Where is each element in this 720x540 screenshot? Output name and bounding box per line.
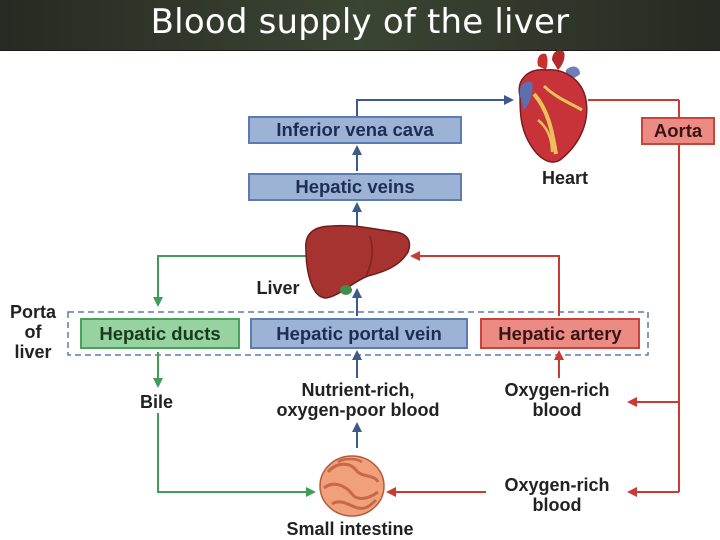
porta-label-line2: of — [24, 322, 42, 342]
nutrient-label-line2: oxygen-poor blood — [276, 400, 440, 420]
hepatic-portal-vein-box: Hepatic portal vein — [250, 318, 468, 349]
heart-illustration — [518, 50, 588, 163]
arrow-ivc-to-heart — [356, 95, 514, 116]
arrow-liver-to-ducts — [153, 255, 306, 307]
liver-illustration — [305, 224, 411, 299]
arrow-bile-to-intestine — [157, 413, 316, 497]
oxygen-rich-label-2-line1: Oxygen-rich — [504, 475, 610, 495]
inferior-vena-cava-box: Inferior vena cava — [248, 116, 462, 144]
oxygen-rich-label-1-line1: Oxygen-rich — [504, 380, 610, 400]
oxygen-rich-label-2-line2: blood — [532, 495, 582, 515]
bile-label: Bile — [140, 392, 174, 412]
nutrient-label-line1: Nutrient-rich, — [301, 380, 415, 400]
arrow-artery-to-liver — [410, 251, 560, 316]
hepatic-veins-box: Hepatic veins — [248, 173, 462, 201]
small-intestine-label: Small intestine — [286, 519, 414, 539]
hepatic-artery-box: Hepatic artery — [480, 318, 640, 349]
slide-title: Blood supply of the liver — [150, 2, 570, 42]
porta-label-line3: liver — [14, 342, 52, 362]
small-intestine-illustration — [319, 455, 385, 517]
liver-label: Liver — [256, 278, 300, 298]
heart-label: Heart — [541, 168, 589, 188]
porta-label-line1: Porta — [9, 302, 56, 322]
hepatic-ducts-box: Hepatic ducts — [80, 318, 240, 349]
aorta-box: Aorta — [641, 117, 715, 145]
title-bar: Blood supply of the liver — [0, 0, 720, 51]
oxygen-rich-label-1-line2: blood — [532, 400, 582, 420]
